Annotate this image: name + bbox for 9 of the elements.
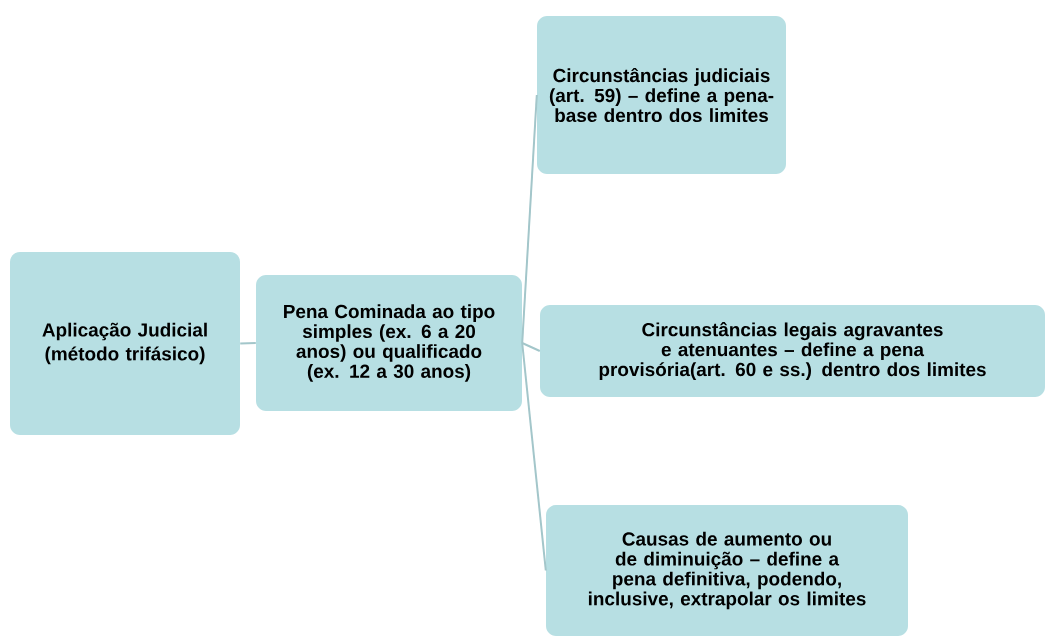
text-box: Aplicação Judicial (método trifásico) [10, 252, 240, 435]
connector-line [521, 342, 541, 352]
text-box: Circunstâncias judiciais (art. 59) – define a pena-base dentro dos limites [537, 16, 786, 174]
text-box: Pena Cominada ao tipo simples (ex. 6 a 20 anos) ou qualificado (ex. 12 a 30 anos) [256, 275, 522, 411]
connector-line [521, 342, 547, 572]
text-box: Circunstâncias legais agravantes e atenuantes – define a pena provisória(art. 60 e ss.) dentro dos limites [540, 305, 1045, 397]
text-box: Causas de aumento ou de diminuição – define a pena definitiva, podendo, inclusive, extrapolar os limites [546, 505, 908, 636]
connector-line [521, 94, 538, 344]
connector-line [239, 342, 257, 345]
